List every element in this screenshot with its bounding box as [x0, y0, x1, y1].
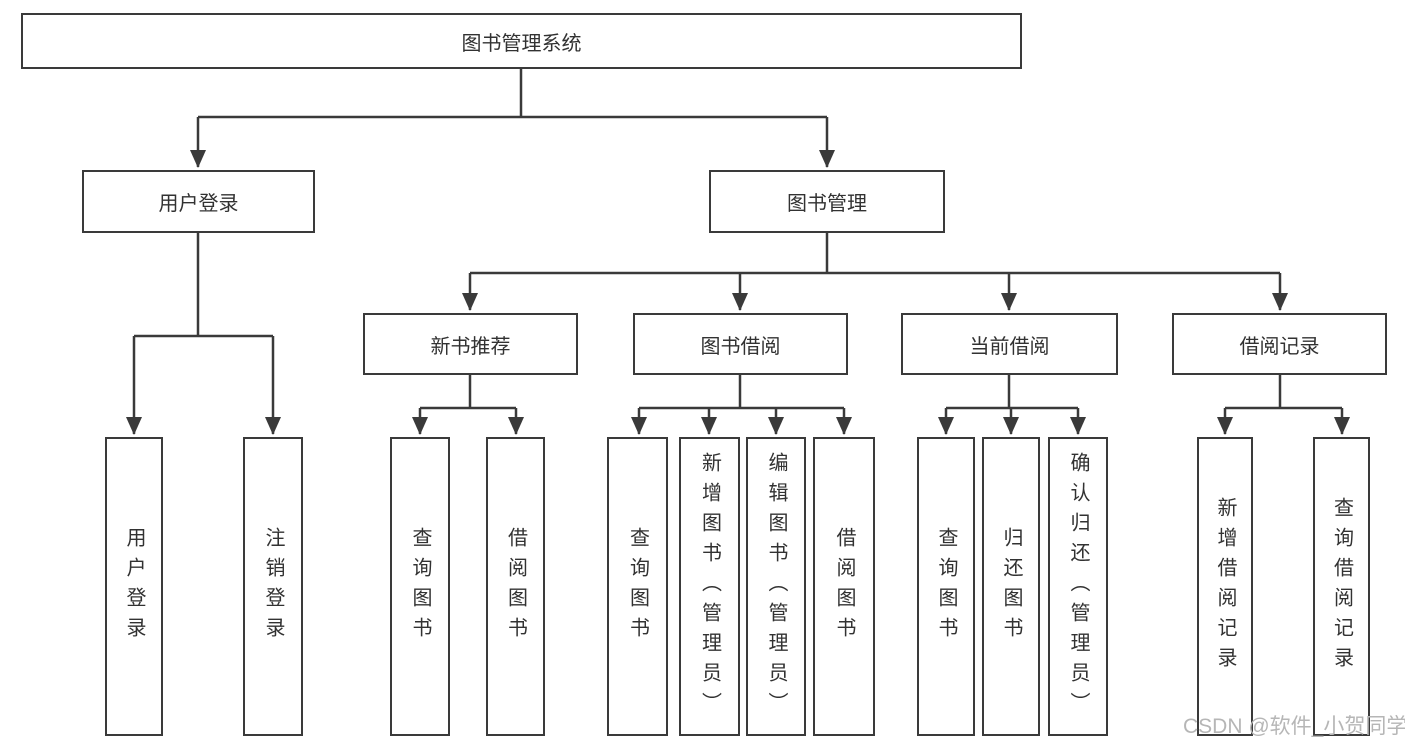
leaf-borrowing-edit-book-admin: 编辑图书（管理员）: [746, 437, 806, 736]
leaf-borrowing-query-book: 查询图书: [607, 437, 668, 736]
leaf-recommend-borrow-book: 借阅图书: [486, 437, 545, 736]
node-label: 借阅图书: [504, 526, 527, 647]
node-label: 编辑图书（管理员）: [765, 451, 787, 722]
node-label: 用户登录: [158, 193, 239, 215]
node-label: 新增借阅记录: [1214, 496, 1236, 677]
node-label: 查询图书: [409, 526, 431, 647]
node-book-management: 图书管理: [709, 170, 945, 233]
node-label: 用户登录: [123, 526, 145, 647]
leaf-logout: 注销登录: [243, 437, 303, 736]
node-label: 借阅记录: [1239, 335, 1320, 358]
node-label: 查询借阅记录: [1330, 496, 1353, 677]
leaf-current-confirm-return-admin: 确认归还（管理员）: [1048, 437, 1108, 736]
node-new-book-recommend: 新书推荐: [363, 313, 578, 375]
node-label: 归还图书: [1000, 526, 1022, 647]
leaf-current-query-book: 查询图书: [917, 437, 975, 736]
leaf-records-query-record: 查询借阅记录: [1313, 437, 1370, 736]
node-label: 查询图书: [935, 526, 957, 647]
node-label: 图书借阅: [700, 335, 781, 358]
node-label: 确认归还（管理员）: [1067, 451, 1089, 722]
node-borrow-records: 借阅记录: [1172, 313, 1387, 375]
node-label: 当前借阅: [969, 335, 1050, 358]
leaf-borrowing-borrow-book: 借阅图书: [813, 437, 875, 736]
node-label: 图书管理: [787, 193, 867, 215]
node-label: 查询图书: [626, 526, 649, 647]
leaf-recommend-query-book: 查询图书: [390, 437, 450, 736]
node-label: 图书管理系统: [461, 32, 582, 55]
node-label: 新增图书（管理员）: [698, 451, 721, 722]
node-current-borrowing: 当前借阅: [901, 313, 1118, 375]
node-user-login: 用户登录: [82, 170, 315, 233]
node-label: 注销登录: [262, 526, 284, 647]
node-book-borrowing: 图书借阅: [633, 313, 848, 375]
leaf-borrowing-add-book-admin: 新增图书（管理员）: [679, 437, 740, 736]
node-library-system: 图书管理系统: [21, 13, 1022, 69]
node-label: 借阅图书: [833, 526, 855, 647]
csdn-watermark: CSDN @软件_小贺同学: [1183, 715, 1405, 738]
node-label: 新书推荐: [430, 335, 511, 358]
leaf-records-add-record: 新增借阅记录: [1197, 437, 1253, 736]
leaf-user-login: 用户登录: [105, 437, 163, 736]
leaf-current-return-book: 归还图书: [982, 437, 1040, 736]
